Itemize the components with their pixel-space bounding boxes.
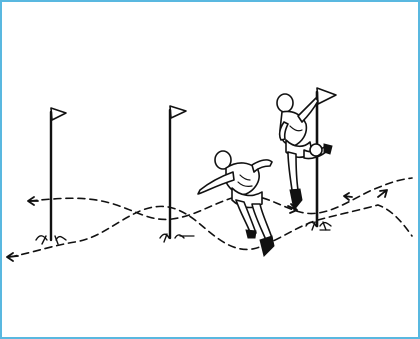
- player-figure: [198, 151, 274, 256]
- arrow-left-icon: [7, 253, 18, 261]
- arrow-left-icon: [28, 197, 38, 205]
- player-figure: [277, 94, 332, 210]
- flag-icon: [160, 106, 186, 242]
- arrow-right-icon: [378, 190, 387, 197]
- flag-icon: [36, 108, 66, 244]
- arrow-left-icon: [344, 193, 352, 200]
- weave-path-lower: [10, 205, 412, 257]
